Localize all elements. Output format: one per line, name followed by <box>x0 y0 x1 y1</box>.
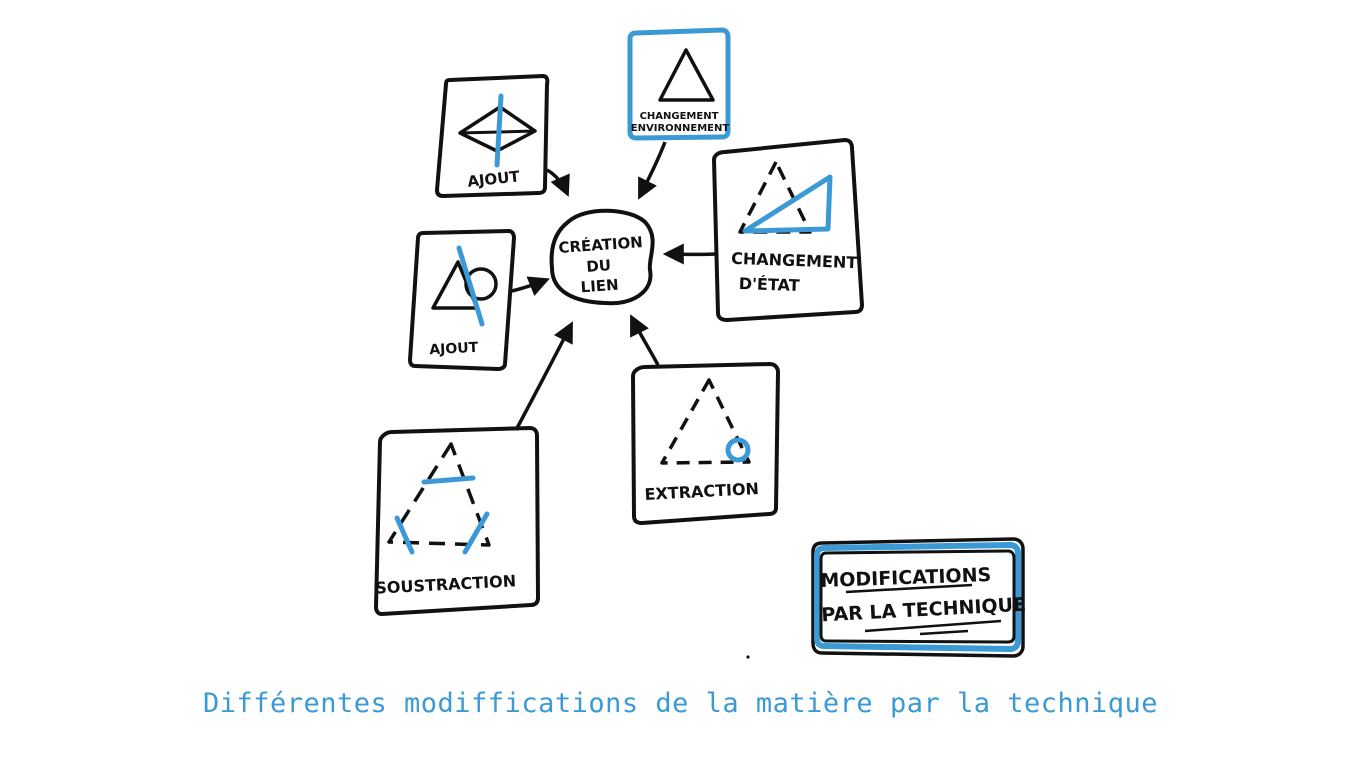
ink-dot <box>746 655 750 659</box>
arrow-from-extraction <box>630 314 660 366</box>
center-label-line-2: DU <box>586 256 612 276</box>
dashed-triangle-icon <box>387 442 491 547</box>
node-changement-etat: CHANGEMENT D'ÉTAT <box>712 138 864 322</box>
circle-icon <box>464 267 498 301</box>
node-soustraction: SOUSTRACTION <box>374 426 540 616</box>
node-extraction: EXTRACTION <box>631 362 780 525</box>
figure-caption: Différentes modiffications de la matière… <box>202 688 1159 719</box>
triangle-icon <box>658 48 715 102</box>
dashed-triangle-icon <box>738 160 812 234</box>
center-label-line-1: CRÉATION <box>558 232 643 257</box>
changement-environnement-label-line-2: ENVIRONNEMENT <box>631 123 730 134</box>
node-changement-environnement: CHANGEMENT ENVIRONNEMENT <box>627 27 731 141</box>
soustraction-label: SOUSTRACTION <box>375 571 517 597</box>
dashed-triangle-icon <box>660 378 751 465</box>
center-label-line-3: LIEN <box>580 276 619 297</box>
center-node-creation-du-lien: CRÉATION DU LIEN <box>549 208 655 306</box>
changement-etat-label-line-2: D'ÉTAT <box>738 274 800 295</box>
ajout-top-diamond-icon <box>458 93 537 168</box>
arrow-from-ajout-top <box>546 168 570 197</box>
extraction-label: EXTRACTION <box>644 479 759 504</box>
solid-triangle-icon <box>742 174 833 234</box>
arrows <box>511 141 717 431</box>
circle-icon <box>725 437 751 463</box>
legend-box: MODIFICATIONS PAR LA TECHNIQUE <box>811 537 1027 658</box>
node-ajout-left: AJOUT <box>408 229 516 371</box>
ajout-top-label: AJOUT <box>467 167 522 190</box>
changement-environnement-label-line-1: CHANGEMENT <box>640 111 719 122</box>
ajout-left-label: AJOUT <box>429 340 479 359</box>
arrow-from-soustraction <box>514 321 573 431</box>
changement-etat-label-line-1: CHANGEMENT <box>731 249 858 272</box>
arrow-from-ajout-left <box>511 276 550 296</box>
arrow-from-changement-environnement <box>638 141 667 200</box>
node-ajout-top: AJOUT <box>435 74 550 198</box>
